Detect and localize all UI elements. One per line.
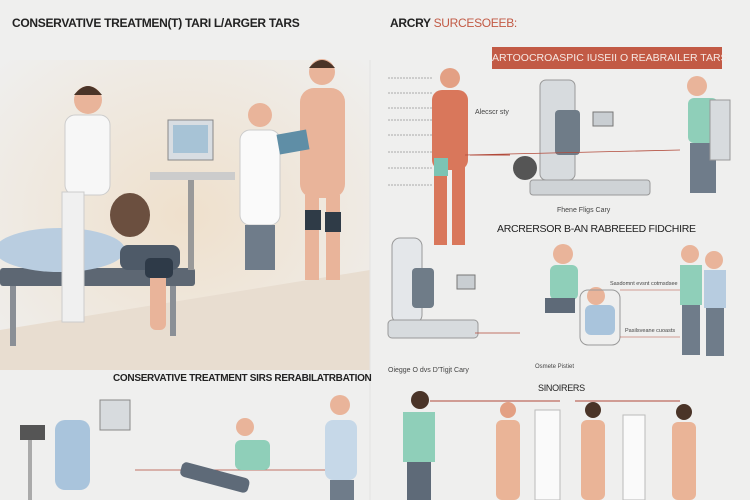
nurse (239, 103, 281, 270)
patient-reclined-bottom (180, 418, 270, 493)
pair-standing (680, 245, 726, 356)
standing-patient (276, 59, 345, 280)
mid-label-1: Sasdomnt evsnt cotmsdsee (610, 281, 678, 287)
left-title: CONSERVATIVE TREATMEN(T) TARI L/ARGER TA… (12, 16, 300, 30)
rehab-machine-top (513, 79, 651, 196)
label-lines (388, 77, 432, 186)
patient-lying (0, 193, 180, 330)
bottom-left-title: CONSERVATIVE TREATMENT SIRS RERABILATRBA… (113, 373, 372, 384)
right-title-dark: ARCRY (390, 16, 431, 30)
patient-seated (545, 244, 621, 346)
arrow-line (464, 149, 681, 156)
body-comparison (403, 391, 696, 500)
machine-mid-caption: Oiegge O dvs D'Tigjt Cary (388, 367, 469, 374)
patient-standing-top (687, 76, 731, 193)
anatomy-label: Alecscr sty (475, 109, 509, 116)
monitor-cart (150, 119, 235, 270)
rehab-chair-bottom (20, 399, 131, 500)
floor (0, 270, 370, 370)
nurse-bottom (325, 395, 357, 500)
mid-label-2: Pasilsveane cuoasts (625, 328, 676, 334)
anatomy-figure (432, 68, 510, 245)
middle-right-title: ARCRERSOR B-AN RABREEED FIDCHIRE (497, 223, 696, 235)
section-banner: ARTOOCROASPIC IUSEII O REABRAILER TARS (492, 47, 728, 69)
chair-mid-caption: Osmete Pistiet (535, 364, 575, 370)
right-title-red: SURCESOEEB: (433, 16, 518, 30)
doctor (61, 86, 111, 323)
bottom-right-title: SINOIRERS (538, 383, 585, 393)
machine-top-caption: Fhene Fligs Cary (557, 207, 611, 214)
rehab-machine-mid (387, 237, 479, 339)
right-title: ARCRY SURCESOEEB: (390, 16, 517, 30)
